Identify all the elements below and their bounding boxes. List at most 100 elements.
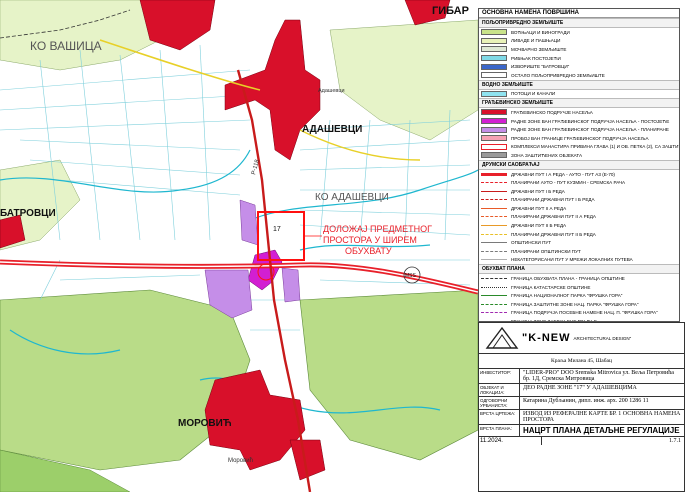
- meadow-area-east: [329, 19, 478, 141]
- legend-item-label: ГРАНИЦА КАТАСТАРСКЕ ОПШТИНЕ: [511, 284, 591, 290]
- legend-line-sample: [481, 190, 507, 192]
- legend-line-sample: [481, 312, 507, 314]
- legend-item-label: ГРАНИЦА ЗАШТИТНЕ ЗОНЕ НАЦ. ПАРКА "ФРУШКА…: [511, 301, 639, 307]
- title-row-key: ОДГОВОРНИ УРБАНИСТА:: [479, 397, 520, 409]
- settlement-adasevci: [224, 19, 321, 161]
- legend-line-sample: [481, 295, 507, 297]
- legend-item: ГРАЂЕВИНСКО ПОДРУЧЈЕ НАСЕЉА: [479, 108, 679, 117]
- title-row-key: ВРСТА ЦРТЕЖА:: [479, 410, 520, 424]
- local-road: [99, 39, 261, 91]
- legend-item-label: РАДНЕ ЗОНЕ ВАН ГРАЂЕВИНСКОГ ПОДРУЧЈА НАС…: [511, 118, 670, 124]
- legend-swatch: [481, 72, 507, 79]
- legend-swatch: [481, 152, 507, 159]
- referal-map: КО ВАШИЦА ГИБАР АДАШЕВЦИ КО АДАШЕВЦИ БАТ…: [0, 0, 478, 492]
- legend-line-sample: [481, 242, 507, 244]
- legend-item-label: ОСТАЛО ПОЉОПРИВРЕДНО ЗЕМЉИШТЕ: [511, 72, 605, 78]
- label-morovic-small: Моровић: [228, 458, 253, 464]
- legend-item-label: ПЛАНИРАНИ ОПШТИНСКИ ПУТ: [511, 248, 581, 254]
- legend-item: ГРАНИЦА ОБУХВАТА ПЛАНА - ГРАНИЦА ОПШТИНЕ: [479, 274, 679, 283]
- legend-section: ВОДНО ЗЕМЉИШТЕ: [479, 79, 679, 90]
- legend-item: ОПШТИНСКИ ПУТ: [479, 238, 679, 247]
- legend-item-label: ДРЖАВНИ ПУТ I Б РЕДА: [511, 188, 565, 194]
- legend-swatch: [481, 143, 507, 150]
- motorway-a3-edge: [0, 261, 478, 293]
- legend-swatch: [481, 109, 507, 116]
- legend-line-sample: [481, 278, 507, 280]
- legend-section: ДРУМСКИ САОБРАЋАЈ: [479, 159, 679, 170]
- legend-item: ПОТОЦИ И КАНАЛИ: [479, 90, 679, 99]
- legend-item-label: ГРАНИЦА ЗОНЕ ЗАБРАЊЕНЕ ГРАДЊЕ: [511, 319, 597, 322]
- legend-item: ПЛАНИРАНИ ОПШТИНСКИ ПУТ: [479, 247, 679, 256]
- title-row-value: Катарина Дубљанин, дипл. инж. арх. 200 1…: [523, 398, 649, 404]
- legend-item-label: ПЛАНИРАНИ ДРЖАВНИ ПУТ II А РЕДА: [511, 214, 596, 220]
- legend-item: ГРАНИЦА ПОДРУЧЈА ПОСЕБНЕ НАМЕНЕ НАЦ. П. …: [479, 309, 679, 318]
- legend-item-label: ДРЖАВНИ ПУТ I А РЕДА - АУТО - ПУТ А3 (Е-…: [511, 171, 615, 177]
- legend-line-sample: [481, 207, 507, 209]
- company-logo: "K-NEW ARCHITECTURAL DESIGN": [479, 323, 684, 354]
- work-zone-planned-north: [239, 199, 259, 246]
- legend-item: ДРЖАВНИ ПУТ I Б РЕДА: [479, 187, 679, 196]
- legend-swatch: [481, 55, 507, 62]
- legend-item: ПЛАНИРАНИ ДРЖАВНИ ПУТ II А РЕДА: [479, 213, 679, 222]
- legend-swatch: [481, 135, 507, 142]
- legend-item: ПРОБОЈ ВАН ГРАНИЦЕ ГРАЂЕВИНСКОГ ПОДРУЧЈА…: [479, 134, 679, 143]
- subject-circle: [257, 263, 275, 281]
- title-row-value: ДЕО РАДНЕ ЗОНЕ "17" У АДАШЕВЦИМА: [523, 385, 637, 391]
- settlement-batrovci: [0, 214, 26, 249]
- title-block-row: ВРСТА ЦРТЕЖА:ИЗВОД ИЗ РЕФЕРАЛНЕ КАРТЕ БР…: [479, 410, 684, 425]
- legend-item-label: ПЛАНИРАНИ ДРЖАВНИ ПУТ II Б РЕДА: [511, 231, 596, 237]
- legend-item-label: РАДНЕ ЗОНЕ ВАН ГРАЂЕВИНСКОГ ПОДРУЧЈА НАС…: [511, 127, 669, 133]
- legend-line-sample: [481, 216, 507, 218]
- label-ko-adasevci: КО АДАШЕВЦИ: [315, 192, 389, 203]
- annotation-line-3: ОБУХВАТУ: [345, 246, 392, 256]
- title-row-key: ВРСТА ПЛАНА:: [479, 425, 520, 436]
- legend-item: РИБЊАК ПОСТОЈЕЋИ: [479, 54, 679, 63]
- map-legend: ОСНОВНА НАМЕНА ПОВРШИНА ПОЉОПРИВРЕДНО ЗЕ…: [478, 8, 680, 322]
- legend-item-label: ДРЖАВНИ ПУТ II А РЕДА: [511, 205, 567, 211]
- legend-item-label: ПЛАНИРАНИ ДРЖАВНИ ПУТ I Б РЕДА: [511, 197, 595, 203]
- legend-swatch: [481, 90, 507, 97]
- title-block-footer: 11.2024. 1.7.1: [479, 437, 684, 445]
- legend-item: ГРАНИЦА НАЦИОНАЛНОГ ПАРКА "ФРУШКА ГОРА": [479, 291, 679, 300]
- legend-item: ПЛАНИРАНИ АУТО - ПУТ КУЗМИН - СРЕМСКА РА…: [479, 178, 679, 187]
- legend-line-sample: [481, 250, 507, 252]
- legend-item-label: ГРАНИЦА НАЦИОНАЛНОГ ПАРКА "ФРУШКА ГОРА": [511, 293, 623, 299]
- title-sheet-number: 1.7.1: [669, 438, 681, 444]
- title-block-row: ВРСТА ПЛАНА:НАЦРТ ПЛАНА ДЕТАЉНЕ РЕГУЛАЦИ…: [479, 425, 684, 437]
- title-row-key: ОБЈЕКАТ И ЛОКАЦИЈА:: [479, 384, 520, 396]
- legend-item: ГРАНИЦА ЗОНЕ ЗАБРАЊЕНЕ ГРАДЊЕ: [479, 317, 679, 322]
- logo-triangle-icon: [485, 326, 519, 349]
- legend-item: РАДНЕ ЗОНЕ ВАН ГРАЂЕВИНСКОГ ПОДРУЧЈА НАС…: [479, 125, 679, 134]
- settlement-gibarac: [404, 0, 451, 26]
- title-block-row: ИНВЕСТИТОР:"LIDER-PRO" DOO Sremska Mitro…: [479, 369, 684, 384]
- label-ko-vasica: КО ВАШИЦА: [30, 39, 102, 53]
- state-road-r118: [236, 69, 312, 492]
- logo-subtitle: ARCHITECTURAL DESIGN": [573, 335, 632, 341]
- forest-area-southeast: [299, 289, 478, 461]
- legend-item-label: ПОТОЦИ И КАНАЛИ: [511, 91, 556, 97]
- legend-item-label: ЗОНА ЗАШТИЋЕНИХ ОБЈЕКАТА: [511, 152, 583, 158]
- legend-item: КОМПЛЕКСИ МАНАСТИРА ПРИВИНА ГЛАВА (1) И …: [479, 143, 679, 152]
- legend-item: ДРЖАВНИ ПУТ I А РЕДА - АУТО - ПУТ А3 (Е-…: [479, 170, 679, 179]
- title-row-key: ИНВЕСТИТОР:: [479, 369, 520, 383]
- legend-item-label: ГРАЂЕВИНСКО ПОДРУЧЈЕ НАСЕЉА: [511, 109, 593, 115]
- streams: [0, 149, 478, 414]
- legend-item-label: ПЛАНИРАНИ АУТО - ПУТ КУЗМИН - СРЕМСКА РА…: [511, 180, 626, 186]
- settlement-zones: [0, 0, 451, 481]
- legend-line-sample: [481, 182, 507, 184]
- settlement-morovic: [204, 369, 306, 471]
- legend-item: ВОЋЊАЦИ И ВИНОГРАДИ: [479, 28, 679, 37]
- legend-item: МОЧВАРНО ЗЕМЉИШТЕ: [479, 45, 679, 54]
- forest-area-southwest: [0, 449, 131, 492]
- label-gibarac: ГИБАР: [432, 5, 469, 17]
- legend-item-label: НЕКАТЕГОРИСАНИ ПУТ У МРЕЖИ ЛОКАЛНИХ ПУТЕ…: [511, 257, 633, 263]
- label-mss: МSS: [405, 273, 417, 279]
- legend-item-label: КОМПЛЕКСИ МАНАСТИРА ПРИВИНА ГЛАВА (1) И …: [511, 144, 679, 150]
- legend-line-sample: [481, 303, 507, 305]
- legend-line-sample: [481, 259, 507, 261]
- legend-item-label: ПРОБОЈ ВАН ГРАНИЦЕ ГРАЂЕВИНСКОГ ПОДРУЧЈА…: [511, 135, 649, 141]
- annotation-line-2: ПРОСТОРА У ШИРЕМ: [323, 235, 417, 245]
- title-block: "K-NEW ARCHITECTURAL DESIGN" Краља Милан…: [478, 322, 685, 492]
